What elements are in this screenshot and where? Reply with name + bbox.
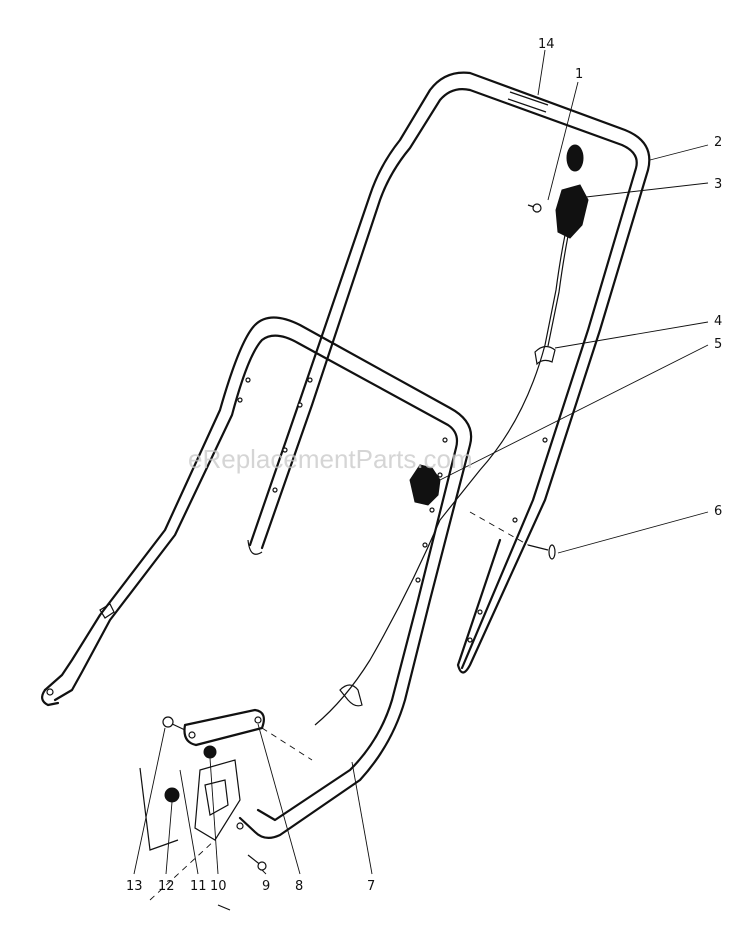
callout-13: 13 — [126, 879, 143, 894]
callout-10: 10 — [210, 879, 227, 894]
leader-lines — [133, 49, 709, 875]
callout-1: 1 — [575, 67, 583, 82]
control-cable — [314, 234, 569, 726]
control-lever — [527, 144, 589, 239]
callout-labels: 14 1 2 3 4 5 6 7 8 9 10 11 12 13 — [126, 37, 722, 894]
callout-14: 14 — [538, 37, 555, 52]
callout-7: 7 — [367, 879, 375, 894]
cable-tie — [534, 345, 556, 366]
callout-2: 2 — [714, 135, 722, 150]
callout-3: 3 — [714, 177, 722, 192]
watermark-text: eReplacementParts.com — [188, 444, 473, 474]
callout-5: 5 — [714, 337, 722, 352]
lower-handle — [41, 316, 473, 839]
handle-knob — [409, 464, 441, 506]
callout-9: 9 — [262, 879, 270, 894]
callout-11: 11 — [190, 879, 207, 894]
callout-12: 12 — [158, 879, 175, 894]
callout-4: 4 — [714, 314, 722, 329]
carriage-bolt — [469, 511, 556, 560]
callout-8: 8 — [295, 879, 303, 894]
upper-handle — [247, 71, 651, 674]
callout-6: 6 — [714, 504, 722, 519]
height-bracket-assembly — [139, 708, 313, 911]
